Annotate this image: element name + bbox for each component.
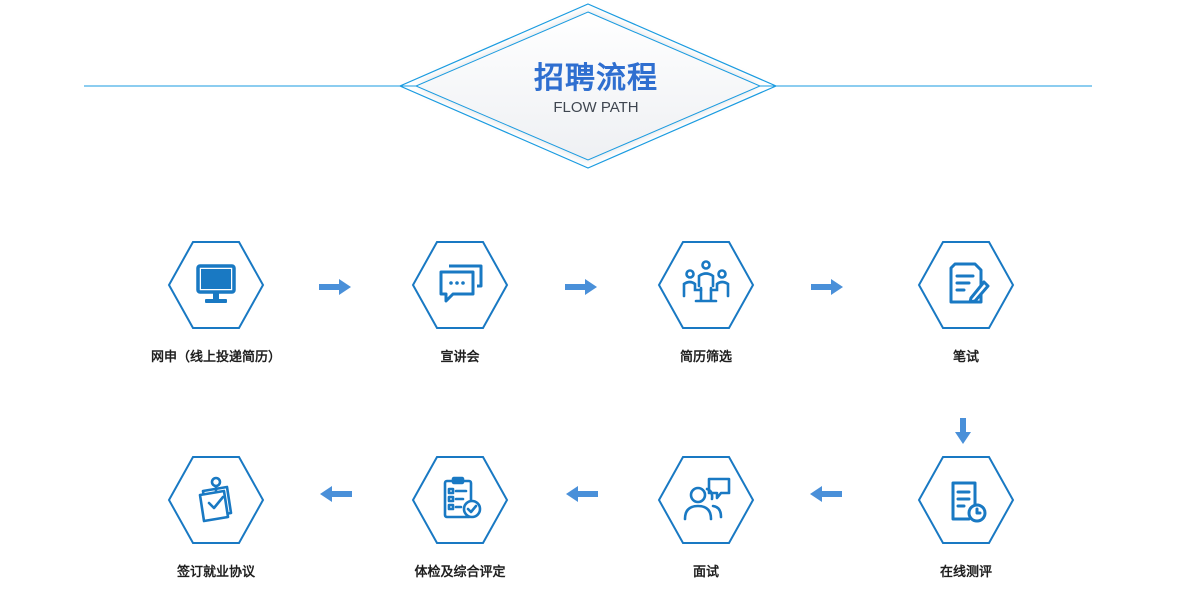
step-label: 签订就业协议 bbox=[176, 565, 255, 580]
hexagon-frame bbox=[917, 456, 1015, 544]
step-label: 体检及综合评定 bbox=[414, 565, 506, 580]
step-medical-evaluation: 体检及综合评定 bbox=[350, 455, 570, 595]
arrow-left-icon bbox=[320, 486, 352, 502]
hexagon-frame bbox=[411, 456, 509, 544]
checklist-icon bbox=[443, 476, 482, 519]
hexagon-frame bbox=[167, 241, 265, 329]
chat-bubbles-icon bbox=[439, 264, 483, 303]
interview-icon bbox=[683, 477, 731, 521]
document-edit-icon bbox=[949, 262, 990, 304]
step-sign-agreement: 签订就业协议 bbox=[106, 455, 326, 595]
arrow-left-icon bbox=[810, 486, 842, 502]
step-label: 面试 bbox=[692, 565, 719, 580]
hexagon-frame bbox=[657, 241, 755, 329]
step-written-test: 笔试 bbox=[856, 240, 1076, 380]
step-label: 网申（线上投递简历） bbox=[150, 350, 281, 365]
step-online-application: 网申（线上投递简历） bbox=[106, 240, 326, 380]
agreement-icon bbox=[198, 476, 233, 523]
hexagon-frame bbox=[167, 456, 265, 544]
document-clock-icon bbox=[951, 481, 987, 523]
arrow-right-icon bbox=[811, 279, 843, 295]
step-label: 笔试 bbox=[952, 350, 979, 365]
step-online-assessment: 在线测评 bbox=[856, 455, 1076, 595]
monitor-icon bbox=[196, 264, 236, 303]
step-label: 简历筛选 bbox=[679, 350, 732, 365]
page-subtitle: FLOW PATH bbox=[553, 99, 639, 116]
step-label: 宣讲会 bbox=[440, 350, 480, 365]
step-interview: 面试 bbox=[596, 455, 816, 595]
arrow-right-icon bbox=[565, 279, 597, 295]
header-diamond-banner bbox=[84, 3, 1092, 169]
hexagon-frame bbox=[411, 241, 509, 329]
step-resume-screening: 简历筛选 bbox=[596, 240, 816, 380]
hexagon-frame bbox=[657, 456, 755, 544]
meeting-icon bbox=[682, 260, 730, 303]
arrow-left-icon bbox=[566, 486, 598, 502]
step-label: 在线测评 bbox=[939, 565, 992, 580]
step-presentation: 宣讲会 bbox=[350, 240, 570, 380]
page-title: 招聘流程 bbox=[534, 61, 658, 96]
hexagon-frame bbox=[917, 241, 1015, 329]
arrow-right-icon bbox=[319, 279, 351, 295]
arrow-down-icon bbox=[955, 418, 971, 444]
